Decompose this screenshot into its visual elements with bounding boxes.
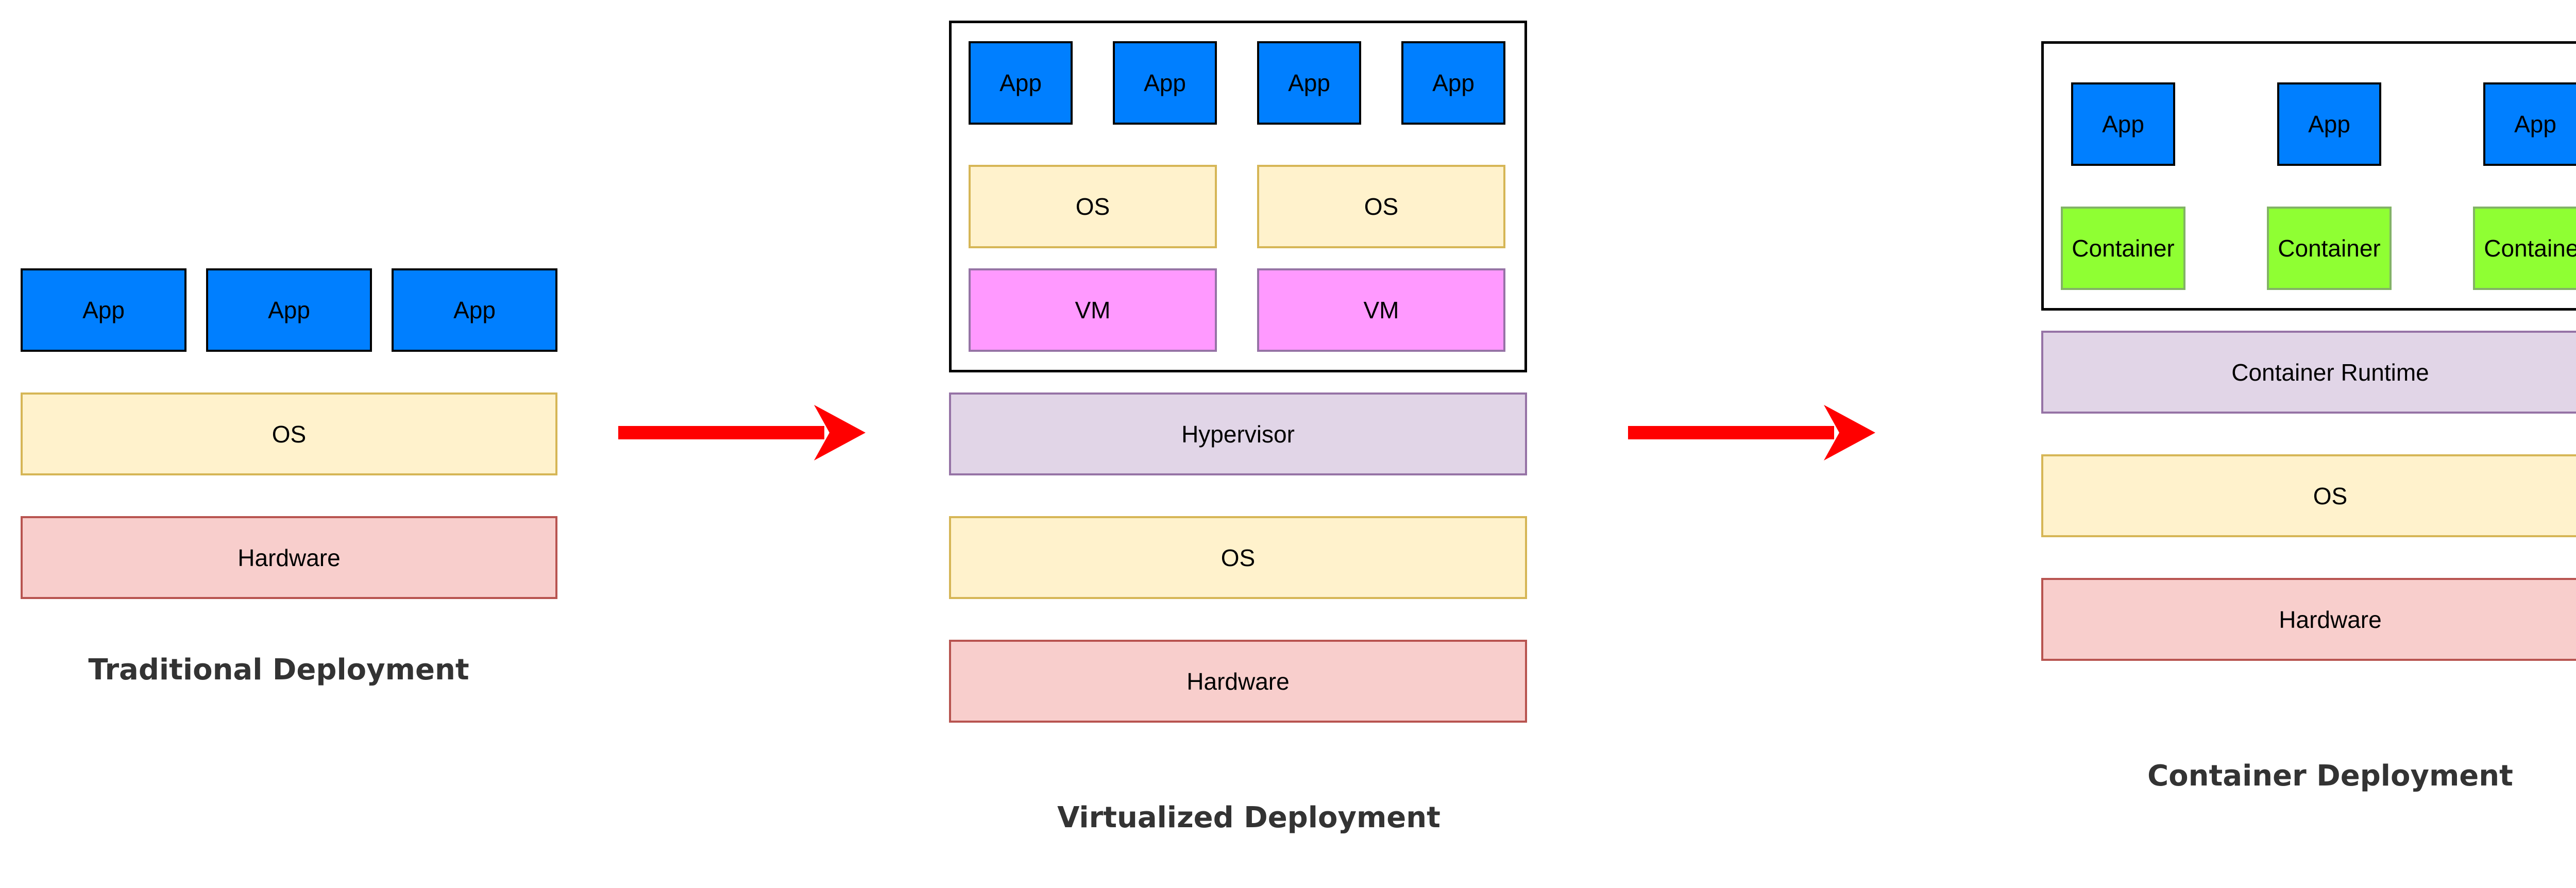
container-hardware-layer: Hardware xyxy=(2041,578,2576,661)
vm-box: VM xyxy=(1257,268,1505,352)
traditional-app-label: App xyxy=(268,297,310,323)
virtualized-os-layer: OS xyxy=(949,516,1527,599)
traditional-app-label: App xyxy=(82,297,125,323)
container-hardware-label: Hardware xyxy=(2279,606,2382,633)
traditional-app-box: App xyxy=(21,268,187,352)
guest-os-box: OS xyxy=(969,165,1217,248)
guest-os-label: OS xyxy=(1075,193,1110,220)
traditional-os-label: OS xyxy=(272,420,307,448)
traditional-hardware-layer: Hardware xyxy=(21,516,557,599)
container-label: Container xyxy=(2484,235,2576,262)
container-app-label: App xyxy=(2308,111,2350,138)
container-os-layer: OS xyxy=(2041,454,2576,537)
virtualized-app-label: App xyxy=(1432,70,1475,96)
arrow-right-icon xyxy=(1628,405,1875,460)
virtualized-hardware-label: Hardware xyxy=(1187,668,1290,695)
virtualized-os-label: OS xyxy=(1221,544,1256,571)
vm-box: VM xyxy=(969,268,1217,352)
container-app-label: App xyxy=(2514,111,2556,138)
hypervisor-layer: Hypervisor xyxy=(949,392,1527,475)
virtualized-caption: Virtualized Deployment xyxy=(1057,801,1440,834)
container-runtime-layer: Container Runtime xyxy=(2041,331,2576,414)
virtualized-app-box: App xyxy=(1113,41,1217,125)
container-label: Container xyxy=(2278,235,2381,262)
virtualized-app-box: App xyxy=(969,41,1073,125)
guest-os-box: OS xyxy=(1257,165,1505,248)
container-app-label: App xyxy=(2102,111,2144,138)
virtualized-app-label: App xyxy=(1288,70,1330,96)
container-box: Container xyxy=(2061,207,2185,290)
container-app-box: App xyxy=(2483,82,2576,166)
container-runtime-label: Container Runtime xyxy=(2231,358,2429,386)
vm-label: VM xyxy=(1363,297,1399,323)
virtualized-hardware-layer: Hardware xyxy=(949,640,1527,723)
guest-os-label: OS xyxy=(1364,193,1399,220)
arrow-right-icon xyxy=(618,405,866,460)
virtualized-app-box: App xyxy=(1257,41,1361,125)
container-caption: Container Deployment xyxy=(2147,759,2513,793)
container-box: Container xyxy=(2473,207,2576,290)
traditional-app-box: App xyxy=(392,268,557,352)
virtualized-app-box: App xyxy=(1401,41,1505,125)
container-os-label: OS xyxy=(2313,482,2348,509)
traditional-app-box: App xyxy=(206,268,372,352)
traditional-app-label: App xyxy=(453,297,496,323)
container-label: Container xyxy=(2072,235,2175,262)
container-box: Container xyxy=(2267,207,2392,290)
container-app-box: App xyxy=(2277,82,2381,166)
container-app-box: App xyxy=(2071,82,2175,166)
traditional-caption: Traditional Deployment xyxy=(88,653,469,687)
traditional-os-layer: OS xyxy=(21,392,557,475)
traditional-hardware-label: Hardware xyxy=(238,544,341,571)
vm-label: VM xyxy=(1075,297,1111,323)
virtualized-app-label: App xyxy=(999,70,1042,96)
virtualized-app-label: App xyxy=(1144,70,1186,96)
hypervisor-label: Hypervisor xyxy=(1181,420,1295,448)
